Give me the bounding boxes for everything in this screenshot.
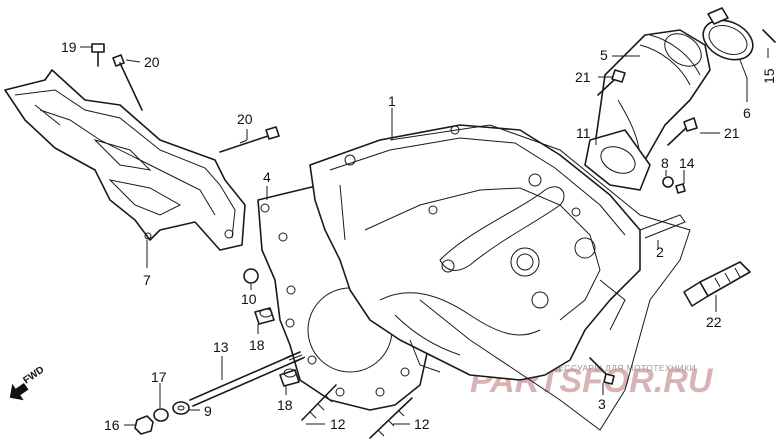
fwd-label: FWD bbox=[21, 364, 46, 386]
forward-direction-marker: FWD bbox=[9, 364, 46, 401]
hose-clamp bbox=[702, 7, 776, 61]
callout-7: 7 bbox=[143, 272, 151, 288]
breather-pipe bbox=[639, 214, 686, 239]
callout-21-lower: 21 bbox=[724, 125, 740, 141]
bolt-20-middle bbox=[219, 126, 280, 153]
callout-labels: 1 2 3 4 5 6 7 8 9 10 11 12 12 13 14 15 1… bbox=[61, 39, 777, 433]
head-side-cover bbox=[4, 69, 246, 251]
leader-lines bbox=[80, 46, 769, 426]
stud-3 bbox=[589, 357, 615, 385]
callout-11: 11 bbox=[576, 125, 591, 141]
callout-18-lower: 18 bbox=[277, 397, 293, 413]
bolt-21-upper bbox=[597, 69, 626, 96]
callout-10: 10 bbox=[241, 291, 257, 307]
callout-15: 15 bbox=[761, 68, 777, 84]
nut-16 bbox=[134, 415, 154, 435]
callout-5: 5 bbox=[600, 47, 608, 63]
callout-21-upper: 21 bbox=[575, 69, 591, 85]
callout-1: 1 bbox=[388, 93, 396, 109]
callout-20-middle: 20 bbox=[237, 111, 253, 127]
o-ring-10 bbox=[243, 268, 259, 284]
callout-22: 22 bbox=[706, 314, 722, 330]
washer-8 bbox=[662, 176, 674, 188]
callout-3: 3 bbox=[598, 396, 606, 412]
watermark-caption: ЗАПЧАСТИ И АКСЕССУАРЫ ДЛЯ МОТОТЕХНИКИ bbox=[480, 363, 696, 373]
bolt-14 bbox=[675, 183, 686, 194]
bolt-20-upper bbox=[112, 54, 143, 111]
bolt-19 bbox=[91, 43, 105, 67]
cylinder-head bbox=[309, 124, 641, 381]
stud-12-left bbox=[301, 384, 337, 421]
callout-20-upper: 20 bbox=[144, 54, 160, 70]
callout-6: 6 bbox=[743, 105, 751, 121]
callout-12-right: 12 bbox=[414, 416, 430, 432]
dowel-pin-upper bbox=[254, 307, 275, 325]
callout-18-upper: 18 bbox=[249, 337, 265, 353]
callout-19: 19 bbox=[61, 39, 77, 55]
callout-9: 9 bbox=[204, 403, 212, 419]
washer-17 bbox=[153, 408, 169, 422]
callout-16: 16 bbox=[104, 417, 120, 433]
dowel-pin-lower bbox=[279, 368, 300, 387]
bolt-21-lower bbox=[667, 117, 698, 146]
spark-plug bbox=[683, 261, 751, 307]
callout-2: 2 bbox=[656, 244, 664, 260]
callout-8: 8 bbox=[661, 155, 669, 171]
head-assembly-outline bbox=[389, 124, 691, 431]
callout-13: 13 bbox=[213, 339, 229, 355]
callout-14: 14 bbox=[679, 155, 695, 171]
washer-9 bbox=[172, 401, 190, 415]
callout-12-left: 12 bbox=[330, 416, 346, 432]
stud-13 bbox=[189, 351, 306, 407]
callout-4: 4 bbox=[263, 169, 271, 185]
stud-12-right bbox=[369, 397, 413, 439]
intake-gasket bbox=[584, 129, 651, 191]
callout-17: 17 bbox=[151, 369, 167, 385]
